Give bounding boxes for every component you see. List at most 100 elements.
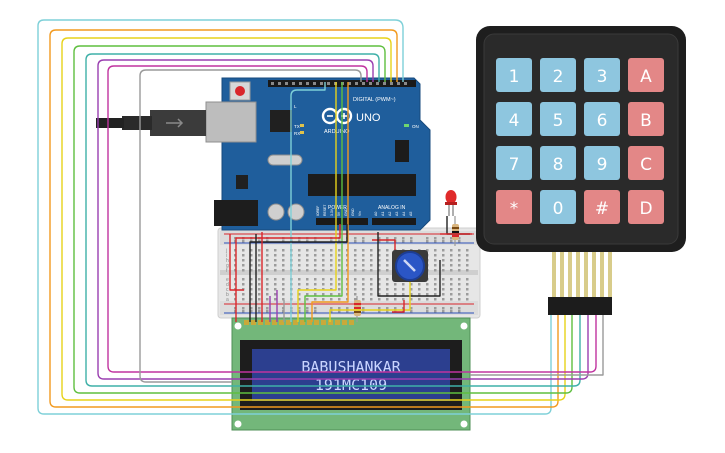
- breadboard-hole: [442, 259, 445, 262]
- keypad-key-label: 2: [553, 67, 564, 87]
- breadboard-hole: [378, 249, 381, 252]
- breadboard-hole: [338, 283, 341, 286]
- breadboard-hole: [450, 254, 453, 257]
- arduino-uno-board[interactable]: ARDUINO UNO DIGITAL (PWM~) POWER ANALOG …: [205, 77, 431, 231]
- breadboard-hole: [466, 269, 469, 272]
- breadboard-hole: [242, 288, 245, 291]
- keypad-key-0[interactable]: 0: [540, 190, 576, 224]
- breadboard-hole: [234, 264, 237, 267]
- breadboard-hole: [394, 293, 397, 296]
- breadboard-hole: [402, 298, 405, 301]
- breadboard-hole: [354, 293, 357, 296]
- breadboard-hole: [370, 293, 373, 296]
- breadboard-hole: [338, 254, 341, 257]
- rail-hole: [386, 240, 389, 243]
- breadboard-hole: [362, 264, 365, 267]
- breadboard-hole: [362, 283, 365, 286]
- breadboard-hole: [450, 269, 453, 272]
- breadboard-hole: [314, 254, 317, 257]
- ribbon-wire: [592, 252, 596, 298]
- breadboard-hole: [346, 278, 349, 281]
- breadboard-hole: [418, 283, 421, 286]
- breadboard-hole: [354, 264, 357, 267]
- breadboard-hole: [306, 298, 309, 301]
- breadboard-hole: [354, 278, 357, 281]
- rail-hole: [330, 307, 333, 310]
- keypad-key-8[interactable]: 8: [540, 146, 576, 180]
- breadboard-hole: [354, 283, 357, 286]
- rail-hole: [362, 237, 365, 240]
- breadboard-hole: [266, 293, 269, 296]
- rail-hole: [314, 240, 317, 243]
- keypad-key-1[interactable]: 1: [496, 58, 532, 92]
- breadboard-hole: [314, 298, 317, 301]
- reset-button-cap[interactable]: [235, 86, 245, 96]
- breadboard-hole: [346, 298, 349, 301]
- keypad-key-#[interactable]: #: [584, 190, 620, 224]
- breadboard-hole: [330, 264, 333, 267]
- breadboard-hole: [458, 298, 461, 301]
- keypad-key-4[interactable]: 4: [496, 102, 532, 136]
- breadboard-hole: [338, 288, 341, 291]
- breadboard-hole: [282, 269, 285, 272]
- keypad-key-3[interactable]: 3: [584, 58, 620, 92]
- breadboard-hole: [410, 293, 413, 296]
- wire-yellow-pot: [329, 282, 411, 322]
- keypad-key-6[interactable]: 6: [584, 102, 620, 136]
- lcd-pin: [286, 320, 291, 325]
- keypad-key-9[interactable]: 9: [584, 146, 620, 180]
- breadboard-hole: [258, 298, 261, 301]
- breadboard-hole: [378, 264, 381, 267]
- keypad-key-*[interactable]: *: [496, 190, 532, 224]
- rail-hole: [450, 237, 453, 240]
- breadboard-hole: [306, 288, 309, 291]
- breadboard-hole: [234, 259, 237, 262]
- rail-hole: [450, 310, 453, 313]
- wire-lcd-orange: [311, 82, 349, 322]
- breadboard-hole: [434, 254, 437, 257]
- breadboard-hole: [282, 278, 285, 281]
- keypad-key-A[interactable]: A: [628, 58, 664, 92]
- keypad-key-D[interactable]: D: [628, 190, 664, 224]
- keypad-key-label: 4: [509, 111, 520, 131]
- keypad-key-C[interactable]: C: [628, 146, 664, 180]
- keypad-key-B[interactable]: B: [628, 102, 664, 136]
- rail-hole: [266, 307, 269, 310]
- breadboard-hole: [242, 249, 245, 252]
- rx-led-label: RX: [294, 131, 300, 136]
- breadboard-hole: [330, 249, 333, 252]
- breadboard-hole: [370, 298, 373, 301]
- breadboard-hole: [274, 298, 277, 301]
- breadboard-hole: [250, 278, 253, 281]
- rail-hole: [450, 307, 453, 310]
- lcd-pin: [265, 320, 270, 325]
- keypad-key-5[interactable]: 5: [540, 102, 576, 136]
- rail-hole: [442, 310, 445, 313]
- rail-hole: [378, 310, 381, 313]
- breadboard-hole: [458, 278, 461, 281]
- usb-port: [205, 101, 257, 143]
- ribbon-wire: [608, 252, 612, 298]
- rail-hole: [266, 240, 269, 243]
- breadboard-hole: [298, 254, 301, 257]
- keypad-key-label: 9: [597, 155, 608, 175]
- breadboard-hole: [258, 249, 261, 252]
- resistor-led: [452, 216, 459, 246]
- keypad-key-label: #: [595, 199, 609, 219]
- breadboard-hole: [314, 264, 317, 267]
- arduino-logo: [321, 107, 353, 125]
- rail-hole: [338, 307, 341, 310]
- breadboard-row-letters-bottom: e d c b a: [226, 277, 229, 303]
- breadboard-hole: [274, 249, 277, 252]
- keypad-key-label: 6: [597, 111, 608, 131]
- tx-led: [300, 124, 304, 127]
- rail-hole: [258, 307, 261, 310]
- keypad-key-7[interactable]: 7: [496, 146, 532, 180]
- potentiometer[interactable]: [392, 250, 428, 282]
- breadboard-hole: [234, 288, 237, 291]
- rail-hole: [386, 307, 389, 310]
- lcd-line-2: 191MC109: [315, 376, 387, 394]
- breadboard-hole: [378, 269, 381, 272]
- keypad-key-2[interactable]: 2: [540, 58, 576, 92]
